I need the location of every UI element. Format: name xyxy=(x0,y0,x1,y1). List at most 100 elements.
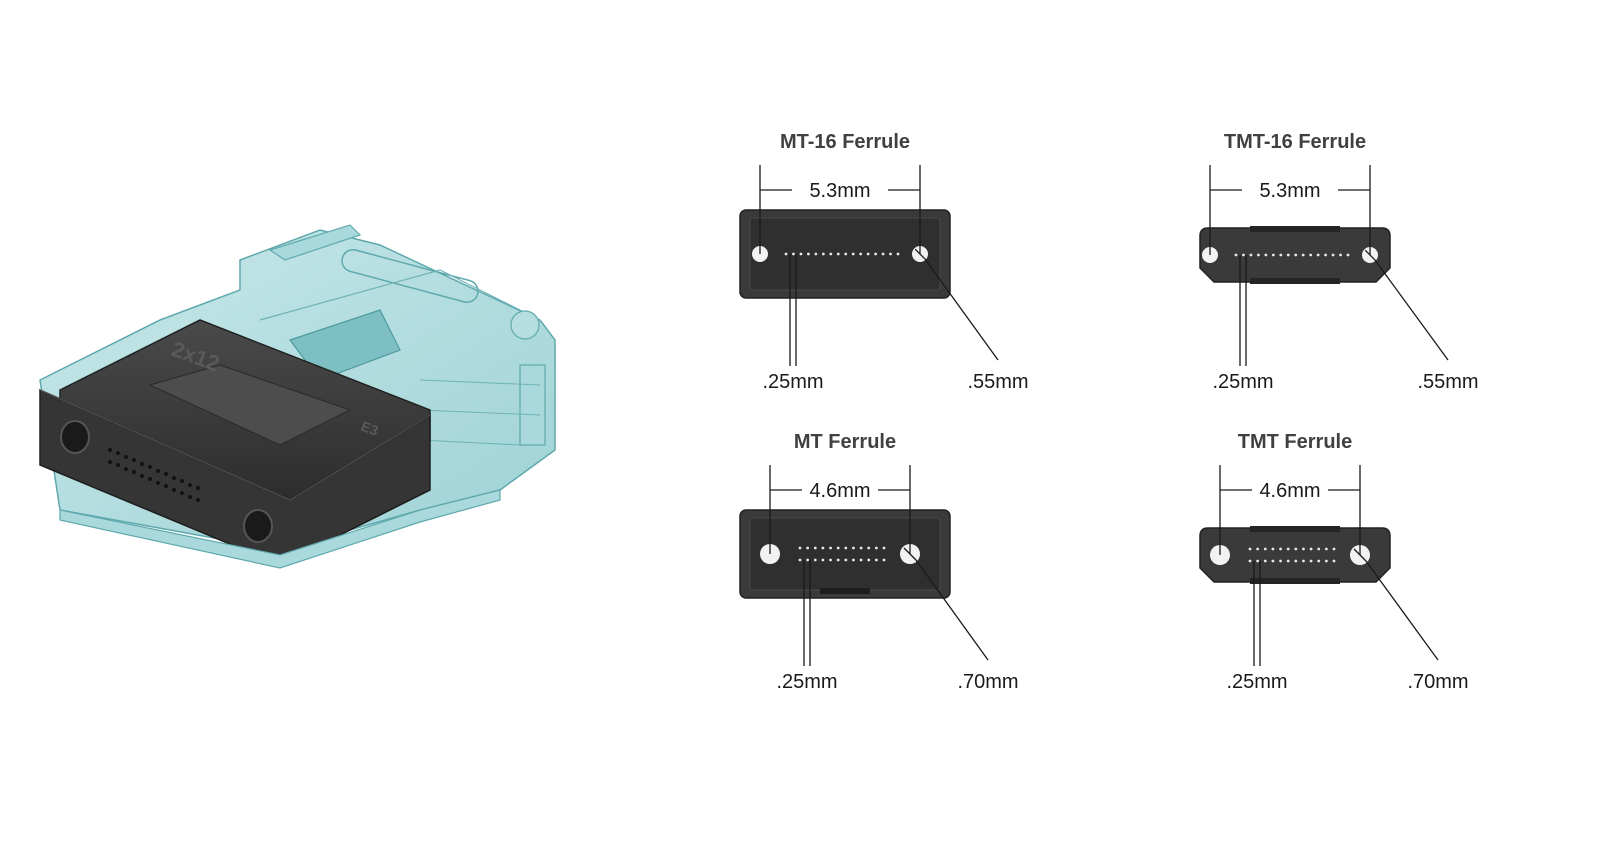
fiber-hole xyxy=(813,546,817,550)
fiber-hole xyxy=(1279,253,1283,257)
fiber-hole xyxy=(1309,253,1313,257)
ferrule-key xyxy=(1250,578,1340,584)
fiber-hole xyxy=(851,252,855,256)
fiber-hole xyxy=(866,252,870,256)
fiber-hole xyxy=(1316,253,1320,257)
hole-diameter-label: .55mm xyxy=(967,371,1028,393)
fiber-hole xyxy=(806,546,810,550)
fiber-hole xyxy=(813,558,817,562)
fiber-hole xyxy=(874,546,878,550)
fiber-hole xyxy=(1302,559,1305,563)
fiber-hole xyxy=(821,252,825,256)
fiber-hole xyxy=(881,252,885,256)
fiber-hole xyxy=(867,558,871,562)
fiber-pitch-label: .25mm xyxy=(762,371,823,393)
fiber-hole xyxy=(844,252,848,256)
fiber-hole xyxy=(1324,547,1328,551)
fiber-hole xyxy=(1332,559,1336,563)
fiber-hole xyxy=(1271,253,1275,257)
fiber-hole xyxy=(1286,253,1290,257)
mpo-connector-render: 2x12 E3 xyxy=(39,224,556,569)
fiber-hole xyxy=(1263,547,1267,551)
fiber-hole xyxy=(1317,547,1321,551)
hole-diameter-mark xyxy=(1353,548,1367,562)
fiber-hole xyxy=(1234,253,1238,257)
fiber-hole xyxy=(1309,547,1313,551)
fiber-hole xyxy=(889,252,892,256)
fiber-hole xyxy=(1257,253,1260,257)
fiber-pitch-label: .25mm xyxy=(1212,371,1273,393)
fiber-hole xyxy=(1324,253,1327,257)
ferrule-title: TMT-16 Ferrule xyxy=(1224,131,1366,153)
fiber-hole xyxy=(1302,547,1305,551)
fiber-hole xyxy=(1294,559,1298,563)
fiber-hole xyxy=(1249,253,1253,257)
ferrule-key xyxy=(820,588,870,594)
fiber-hole xyxy=(821,546,825,550)
pitch-label: 4.6mm xyxy=(1259,480,1320,502)
ferrule-diagram-canvas: MT-16 Ferrule 5.3mm .25mm .55mm TMT-16 Ferru… xyxy=(739,131,1479,693)
fiber-hole xyxy=(836,558,840,562)
fiber-hole xyxy=(1294,253,1298,257)
fiber-hole xyxy=(1317,559,1321,563)
fiber-hole xyxy=(792,252,795,256)
fiber-hole xyxy=(829,252,833,256)
hole-diameter-label: .70mm xyxy=(957,671,1018,693)
guide-hole-left xyxy=(60,420,90,454)
fiber-hole xyxy=(882,546,886,550)
fiber-hole xyxy=(882,558,886,562)
fiber-hole xyxy=(859,546,863,550)
fiber-hole xyxy=(859,252,863,256)
fiber-hole xyxy=(1256,559,1260,563)
fiber-hole xyxy=(867,546,871,550)
hole-diameter-leader xyxy=(915,559,989,661)
fiber-hole xyxy=(1294,547,1298,551)
fiber-hole xyxy=(807,252,810,256)
ferrule-body xyxy=(1199,527,1391,583)
fiber-hole xyxy=(1248,547,1252,551)
fiber-hole xyxy=(1263,559,1267,563)
fiber-hole xyxy=(1324,559,1328,563)
fiber-hole xyxy=(1309,559,1313,563)
fiber-hole xyxy=(874,252,877,256)
pitch-label: 4.6mm xyxy=(809,480,870,502)
fiber-hole xyxy=(836,252,840,256)
hole-diameter-leader xyxy=(1374,259,1449,361)
ferrule-title: MT Ferrule xyxy=(794,431,896,453)
ferrule-title: TMT Ferrule xyxy=(1238,431,1352,453)
fiber-hole xyxy=(1301,253,1305,257)
fiber-hole xyxy=(798,546,802,550)
side-marking: E3 xyxy=(359,418,381,439)
fiber-hole xyxy=(1331,253,1335,257)
ferrule-title: MT-16 Ferrule xyxy=(780,131,910,153)
ferrule-key xyxy=(1250,526,1340,532)
fiber-hole xyxy=(1271,559,1275,563)
fiber-hole xyxy=(852,546,855,550)
fiber-hole xyxy=(1264,253,1268,257)
fiber-hole xyxy=(814,252,818,256)
hole-diameter-leader xyxy=(924,258,999,361)
fiber-hole xyxy=(844,558,848,562)
fiber-hole xyxy=(806,558,810,562)
fiber-array xyxy=(108,448,200,502)
fiber-hole xyxy=(821,558,825,562)
guide-hole-right xyxy=(243,509,273,543)
fiber-hole xyxy=(836,546,840,550)
fiber-hole xyxy=(852,558,855,562)
pitch-label: 5.3mm xyxy=(1259,180,1320,202)
hole-diameter-mark xyxy=(1364,249,1376,261)
fiber-hole xyxy=(1332,547,1336,551)
hole-diameter-mark xyxy=(903,547,917,561)
fiber-hole xyxy=(874,558,878,562)
fiber-hole xyxy=(1248,559,1252,563)
fiber-hole xyxy=(1286,547,1290,551)
fiber-pitch-label: .25mm xyxy=(1226,671,1287,693)
fiber-hole xyxy=(798,558,802,562)
fiber-hole xyxy=(799,252,803,256)
fiber-hole xyxy=(829,558,832,562)
hole-diameter-leader xyxy=(1365,560,1439,661)
hole-diameter-mark xyxy=(914,248,926,260)
fiber-hole xyxy=(1286,559,1290,563)
ferrule-diagrams: MT-16 Ferrule 5.3mm .25mm .55mm TMT-16 Ferru… xyxy=(680,110,1580,750)
fiber-hole xyxy=(1242,253,1245,257)
